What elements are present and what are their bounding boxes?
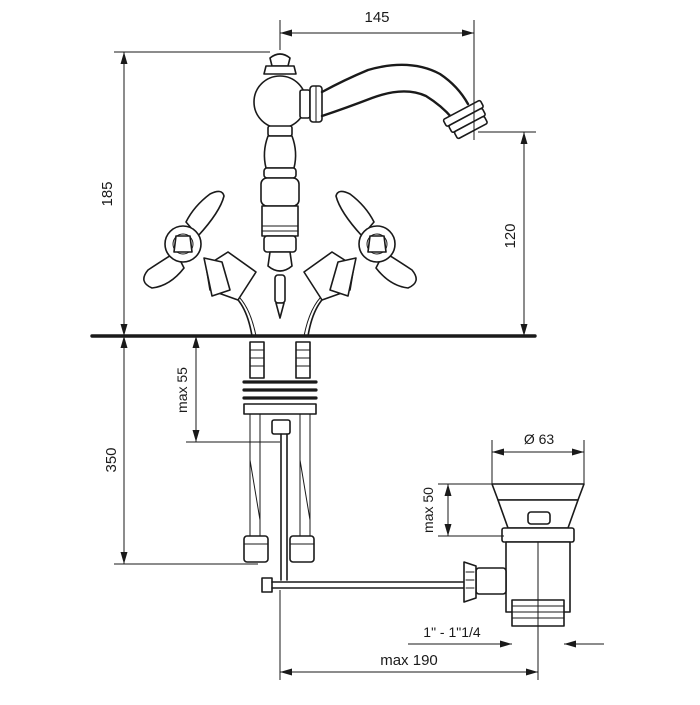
dimension-drain-diameter: Ø 63 [491,431,585,484]
dimension-drain-distance: max 190 [279,590,539,680]
left-handle [143,190,257,301]
label-width-spout: 145 [364,9,389,26]
dimension-width-spout: 145 [279,9,475,140]
label-height-spout: 120 [502,223,519,248]
dimension-drain-max: max 50 [420,483,504,537]
label-height-total: 185 [99,181,116,206]
pop-up-drain [463,483,585,661]
label-max-counter: max 55 [174,367,190,413]
label-thread: 1" - 1"1/4 [423,624,481,640]
mounting-assembly [242,341,469,593]
spout [299,63,488,140]
label-drain-diameter: Ø 63 [524,431,555,447]
dimension-below-counter: 350 [103,336,258,565]
label-drain-distance: max 190 [380,652,438,669]
right-handle [303,190,417,301]
dimension-thread: 1" - 1"1/4 [408,624,604,648]
label-below-counter: 350 [103,447,120,472]
dimension-height-spout: 120 [478,131,536,336]
dimension-height-total: 185 [99,51,270,336]
label-drain-max: max 50 [420,487,436,533]
faucet-body [225,53,335,337]
dimension-max-counter: max 55 [174,336,280,443]
